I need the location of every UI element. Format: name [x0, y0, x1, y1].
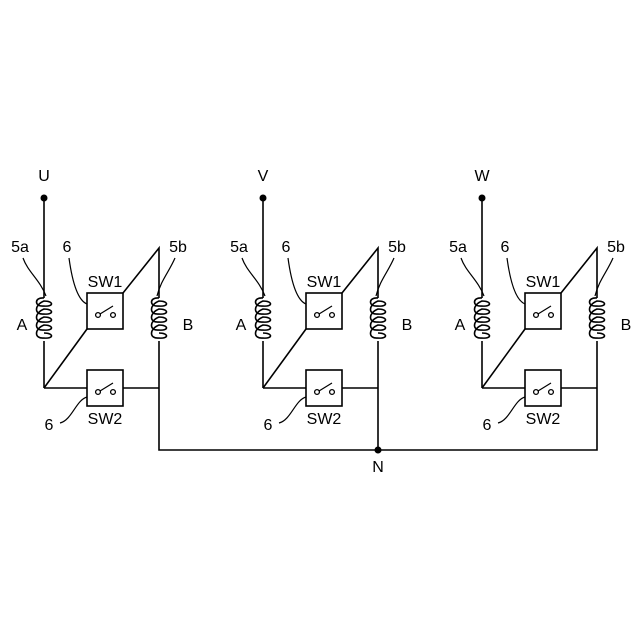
switch-sw2-ref-leader	[498, 397, 525, 423]
coil-a-label: A	[17, 317, 28, 334]
coil-a-ref: 5a	[230, 239, 248, 256]
coil-a-ref: 5a	[449, 239, 467, 256]
switch-sw1	[87, 293, 123, 329]
diagonal-upper	[123, 248, 159, 298]
coil-b	[371, 298, 386, 338]
coil-a-label: A	[236, 317, 247, 334]
switch-sw1-ref-leader	[288, 258, 306, 304]
terminal-label: W	[474, 168, 490, 185]
coil-b-ref: 5b	[388, 239, 406, 256]
terminal-label: V	[258, 168, 269, 185]
switch-sw1-label: SW1	[88, 274, 123, 291]
coil-a-ref-leader	[461, 258, 484, 296]
coil-b-label: B	[402, 317, 413, 334]
coil-b	[590, 298, 605, 338]
phase-unit-v: V SW1SW2 A B 5a 5b 6 6	[230, 168, 412, 434]
switch-sw2-label: SW2	[307, 411, 342, 428]
coil-a	[475, 298, 490, 338]
switch-sw2-ref: 6	[45, 417, 54, 434]
coil-b	[152, 298, 167, 338]
coil-b-label: B	[621, 317, 632, 334]
switch-sw1-ref: 6	[501, 239, 510, 256]
coil-a-label: A	[455, 317, 466, 334]
coil-a	[256, 298, 271, 338]
switch-sw2-ref-leader	[279, 397, 306, 423]
diagonal-upper	[342, 248, 378, 298]
coil-b-ref: 5b	[607, 239, 625, 256]
coil-a-ref: 5a	[11, 239, 29, 256]
coil-b-label: B	[183, 317, 194, 334]
switch-sw2	[87, 370, 123, 406]
switch-sw1-ref-leader	[507, 258, 525, 304]
phase-unit-u: U SW1SW2 A B 5a 5b 6 6	[11, 168, 193, 434]
switch-sw2-ref: 6	[483, 417, 492, 434]
terminal-label: U	[38, 168, 50, 185]
switch-sw2-label: SW2	[88, 411, 123, 428]
coil-a	[37, 298, 52, 338]
switch-sw1-label: SW1	[526, 274, 561, 291]
switch-sw1-ref: 6	[282, 239, 291, 256]
switch-sw1-ref-leader	[69, 258, 87, 304]
coil-a-ref-leader	[23, 258, 46, 296]
coil-a-ref-leader	[242, 258, 265, 296]
switch-sw2	[306, 370, 342, 406]
neutral-junction-dot	[375, 447, 382, 454]
diagonal-upper	[561, 248, 597, 298]
switch-sw2-ref-leader	[60, 397, 87, 423]
neutral-label: N	[372, 459, 384, 476]
switch-sw1-label: SW1	[307, 274, 342, 291]
coil-b-ref: 5b	[169, 239, 187, 256]
switch-sw2-label: SW2	[526, 411, 561, 428]
switch-sw2	[525, 370, 561, 406]
switch-sw1	[306, 293, 342, 329]
switch-sw1	[525, 293, 561, 329]
switch-sw2-ref: 6	[264, 417, 273, 434]
switch-sw1-ref: 6	[63, 239, 72, 256]
phase-unit-w: W SW1SW2 A B 5a 5b 6 6	[449, 168, 631, 434]
